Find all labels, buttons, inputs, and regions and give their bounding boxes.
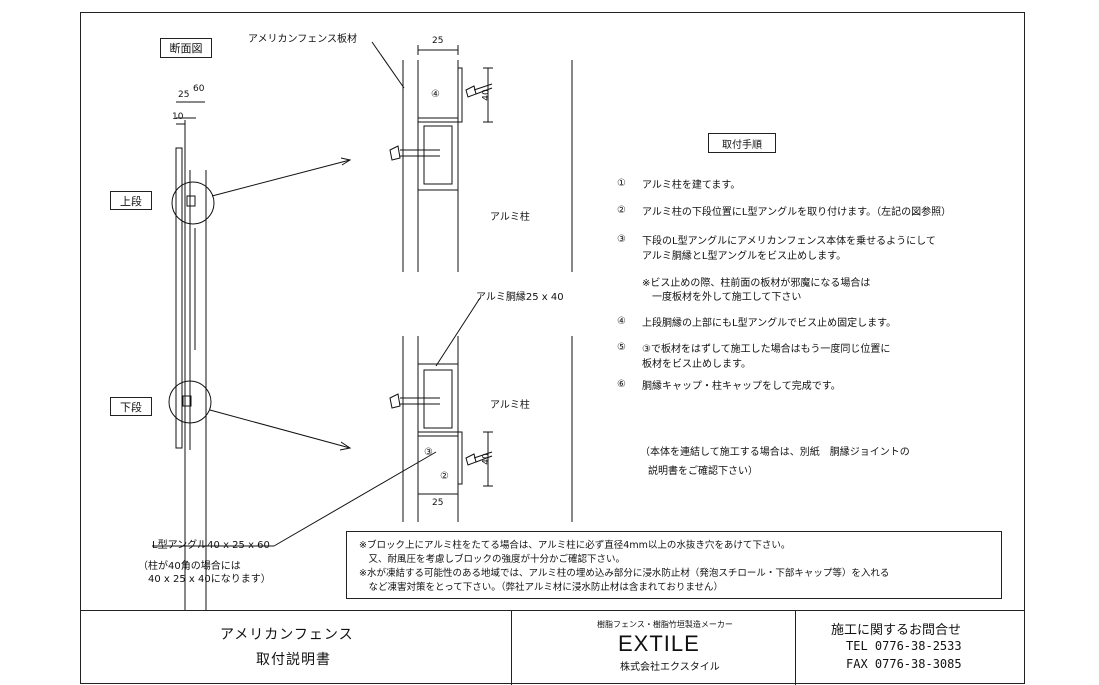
fax-number: FAX 0776-38-3085 <box>846 657 962 671</box>
maker-tagline: 樹脂フェンス・樹脂竹垣製造メーカー <box>597 620 733 629</box>
dim-25-left: 25 <box>178 90 190 100</box>
connect-note-1: （本体を連結して施工する場合は、別紙 胴縁ジョイントの <box>640 447 910 458</box>
angle-note-1: （柱が40角の場合には <box>138 561 241 572</box>
title-block: アメリカンフェンス 取付説明書 樹脂フェンス・樹脂竹垣製造メーカー EXTILE… <box>80 610 1025 685</box>
dim-40-bottom: 40 <box>481 453 492 465</box>
angle-note-2: 40 x 25 x 40になります） <box>148 574 271 585</box>
upper-label: 上段 <box>110 191 152 210</box>
contact-cell: 施工に関するお問合せ TEL 0776-38-2533 FAX 0776-38-… <box>796 611 1025 685</box>
notice-line: 又、耐風圧を考慮しブロックの強度が十分かご確認下さい。 <box>359 554 626 565</box>
connect-note-2: 説明書をご確認下さい） <box>648 466 758 477</box>
dim-10: 10 <box>172 112 184 122</box>
maker-cell: 樹脂フェンス・樹脂竹垣製造メーカー EXTILE 株式会社エクスタイル <box>512 611 796 685</box>
circle-2: ② <box>440 471 449 482</box>
dim-25-bottom: 25 <box>432 498 444 508</box>
post-label-upper: アルミ柱 <box>490 212 530 223</box>
notice-box: ※ブロック上にアルミ柱をたてる場合は、アルミ柱に必ず直径4mm以上の水抜き穴をあ… <box>346 531 1002 599</box>
dim-60: 60 <box>193 84 205 94</box>
post-label-lower: アルミ柱 <box>490 400 530 411</box>
section-label: 断面図 <box>160 38 212 58</box>
doc-title-2: 取付説明書 <box>256 652 331 668</box>
fence-board-label: アメリカンフェンス板材 <box>248 34 357 45</box>
notice-line: ※ブロック上にアルミ柱をたてる場合は、アルミ柱に必ず直径4mm以上の水抜き穴をあ… <box>359 540 791 551</box>
circle-4: ④ <box>431 89 440 100</box>
notice-line: ※水が凍結する可能性のある地域では、アルミ柱の埋め込み部分に浸水防止材（発泡スチ… <box>359 568 890 579</box>
dim-25-top: 25 <box>432 36 444 46</box>
title-cell: アメリカンフェンス 取付説明書 <box>80 611 512 685</box>
lower-label: 下段 <box>110 397 152 416</box>
procedure-title: 取付手順 <box>708 133 776 153</box>
notice-line: など凍害対策をとって下さい。（弊社アルミ材に浸水防止材は含まれておりません） <box>359 582 724 593</box>
company-name: 株式会社エクスタイル <box>620 662 720 673</box>
dim-40-top: 40 <box>481 89 492 101</box>
tel-number: TEL 0776-38-2533 <box>846 639 962 653</box>
rail-label: アルミ胴縁25 x 40 <box>476 292 564 303</box>
contact-title: 施工に関するお問合せ <box>831 623 962 638</box>
circle-3: ③ <box>424 447 433 458</box>
doc-title-1: アメリカンフェンス <box>220 627 354 643</box>
drawing-frame <box>80 12 1025 684</box>
angle-label: L型アングル40 x 25 x 60 <box>152 540 270 551</box>
extile-logo: EXTILE <box>618 631 700 656</box>
